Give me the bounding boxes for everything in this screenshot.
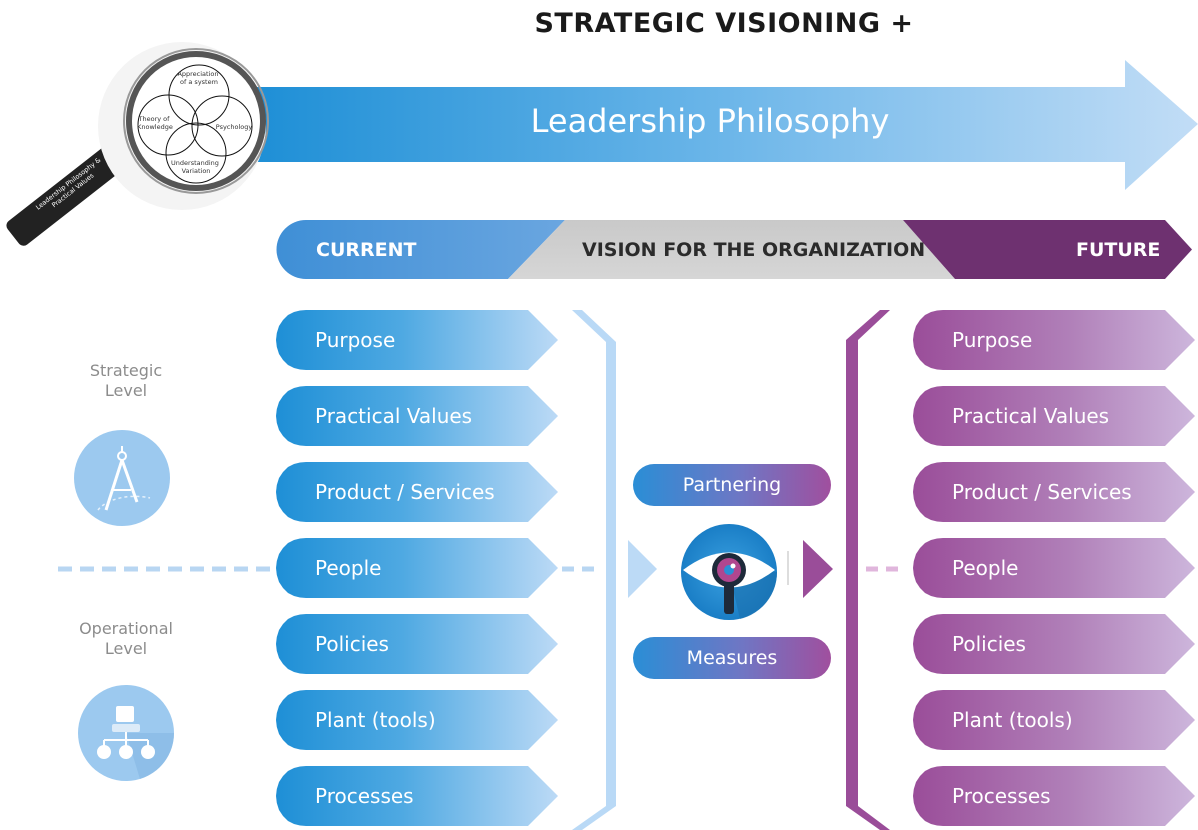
future-item: People xyxy=(913,538,1195,598)
operational-level-label: Operational Level xyxy=(68,619,184,659)
center-arrow-right xyxy=(803,540,833,598)
future-item-label: Practical Values xyxy=(952,404,1110,428)
strategic-level-label: Strategic Level xyxy=(72,361,180,401)
future-header: FUTURE xyxy=(1076,239,1161,261)
measures-label: Measures xyxy=(686,647,778,669)
current-item-label: Product / Services xyxy=(315,480,495,504)
page-title: STRATEGIC VISIONING + xyxy=(534,8,914,39)
future-item: Purpose xyxy=(913,310,1195,370)
current-item-label: Processes xyxy=(315,784,414,808)
current-item-label: Plant (tools) xyxy=(315,708,436,732)
future-item-label: Policies xyxy=(952,632,1026,656)
vision-header: VISION FOR THE ORGANIZATION xyxy=(582,239,926,261)
current-header: CURRENT xyxy=(316,239,417,261)
current-item: Purpose xyxy=(276,310,558,370)
magnifier-labels: Appreciation of a system Theory of Knowl… xyxy=(34,70,253,218)
lens-label-appreciation: Appreciation of a system xyxy=(177,70,220,86)
leadership-arrow-label: Leadership Philosophy xyxy=(530,102,890,140)
magnifier-icon xyxy=(6,42,269,246)
current-header-shape xyxy=(276,220,565,279)
future-bracket xyxy=(846,310,890,830)
future-item: Processes xyxy=(913,766,1195,826)
lens-label-appreciation-2: of a system xyxy=(180,78,218,86)
strategic-level-text: Strategic Level xyxy=(89,361,163,400)
partnering-label: Partnering xyxy=(682,474,782,496)
future-item-label: People xyxy=(952,556,1019,580)
lens-label-psychology: Psychology xyxy=(216,123,253,131)
future-item-label: Purpose xyxy=(952,328,1033,352)
lens-label-appreciation-1: Appreciation xyxy=(177,70,218,78)
handle-label: Leadership Philosophy & Practical Values xyxy=(34,155,109,218)
current-bracket xyxy=(572,310,616,830)
future-item-label: Processes xyxy=(952,784,1051,808)
hierarchy-icon xyxy=(78,685,175,781)
lens-label-knowledge: Theory of Knowledge xyxy=(137,115,173,131)
future-item: Policies xyxy=(913,614,1195,674)
current-item: Processes xyxy=(276,766,558,826)
current-item: People xyxy=(276,538,558,598)
current-item: Product / Services xyxy=(276,462,558,522)
current-item: Policies xyxy=(276,614,558,674)
center-arrow-left xyxy=(628,540,657,598)
vision-header-shape xyxy=(508,220,955,279)
current-item-label: Purpose xyxy=(315,328,396,352)
future-item: Plant (tools) xyxy=(913,690,1195,750)
eye-magnifier-icon xyxy=(681,524,778,620)
future-item-label: Plant (tools) xyxy=(952,708,1073,732)
future-item: Practical Values xyxy=(913,386,1195,446)
current-item-label: People xyxy=(315,556,382,580)
operational-level-text: Operational Level xyxy=(79,619,173,658)
compass-icon xyxy=(74,430,170,526)
current-item: Plant (tools) xyxy=(276,690,558,750)
lens-label-variation: Understanding Variation xyxy=(171,159,221,175)
current-item-label: Practical Values xyxy=(315,404,473,428)
partnering-pill: Partnering xyxy=(633,464,831,506)
leadership-arrow xyxy=(255,60,1198,190)
current-item: Practical Values xyxy=(276,386,558,446)
future-header-shape xyxy=(903,220,1192,279)
measures-pill: Measures xyxy=(633,637,831,679)
future-item: Product / Services xyxy=(913,462,1195,522)
current-item-label: Policies xyxy=(315,632,389,656)
future-item-label: Product / Services xyxy=(952,480,1132,504)
